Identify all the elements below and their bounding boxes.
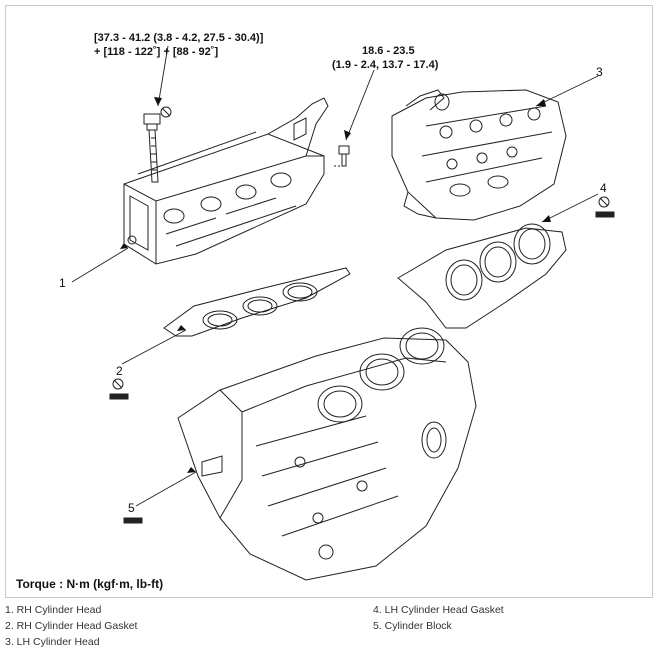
gasket-no-reuse-icon-2 bbox=[110, 379, 128, 399]
legend-item: 3. LH Cylinder Head bbox=[5, 636, 100, 648]
sealant-icon-5 bbox=[124, 518, 142, 523]
legend-item: 5. Cylinder Block bbox=[373, 620, 452, 632]
lh-cylinder-head bbox=[392, 90, 566, 220]
lh-cylinder-head-gasket bbox=[398, 224, 566, 328]
legend-item: 2. RH Cylinder Head Gasket bbox=[5, 620, 138, 632]
small-bolt-torque-line2: (1.9 - 2.4, 13.7 - 17.4) bbox=[332, 59, 439, 71]
rh-cylinder-head-gasket bbox=[164, 268, 350, 336]
callout-number-2: 2 bbox=[116, 364, 123, 378]
legend-item: 1. RH Cylinder Head bbox=[5, 604, 102, 616]
gasket-no-reuse-icon-4 bbox=[596, 197, 614, 217]
head-bolt-torque-line2: + [118 - 122˚] + [88 - 92˚] bbox=[94, 46, 219, 58]
small-bolt bbox=[334, 146, 349, 166]
cylinder-block bbox=[178, 328, 476, 580]
head-bolt-torque-line1: [37.3 - 41.2 (3.8 - 4.2, 27.5 - 30.4)] bbox=[94, 32, 264, 44]
cylinder-head-bolt bbox=[144, 114, 160, 182]
leader-lines bbox=[72, 46, 598, 506]
exploded-diagram-figure: [37.3 - 41.2 (3.8 - 4.2, 27.5 - 30.4)] +… bbox=[5, 5, 653, 598]
leader-arrowheads bbox=[120, 97, 551, 473]
callout-number-4: 4 bbox=[600, 181, 607, 195]
no-reuse-icon bbox=[161, 107, 171, 117]
torque-units-note: Torque : N·m (kgf·m, lb-ft) bbox=[16, 577, 164, 591]
small-bolt-torque-line1: 18.6 - 23.5 bbox=[362, 45, 415, 57]
legend-column-right: 4. LH Cylinder Head Gasket 5. Cylinder B… bbox=[373, 602, 504, 634]
callout-number-5: 5 bbox=[128, 501, 135, 515]
callout-number-3: 3 bbox=[596, 65, 603, 79]
legend-item: 4. LH Cylinder Head Gasket bbox=[373, 604, 504, 616]
callout-number-1: 1 bbox=[59, 276, 66, 290]
rh-cylinder-head bbox=[124, 98, 328, 264]
engine-parts-drawing bbox=[6, 6, 652, 597]
legend-column-left: 1. RH Cylinder Head 2. RH Cylinder Head … bbox=[5, 602, 137, 650]
